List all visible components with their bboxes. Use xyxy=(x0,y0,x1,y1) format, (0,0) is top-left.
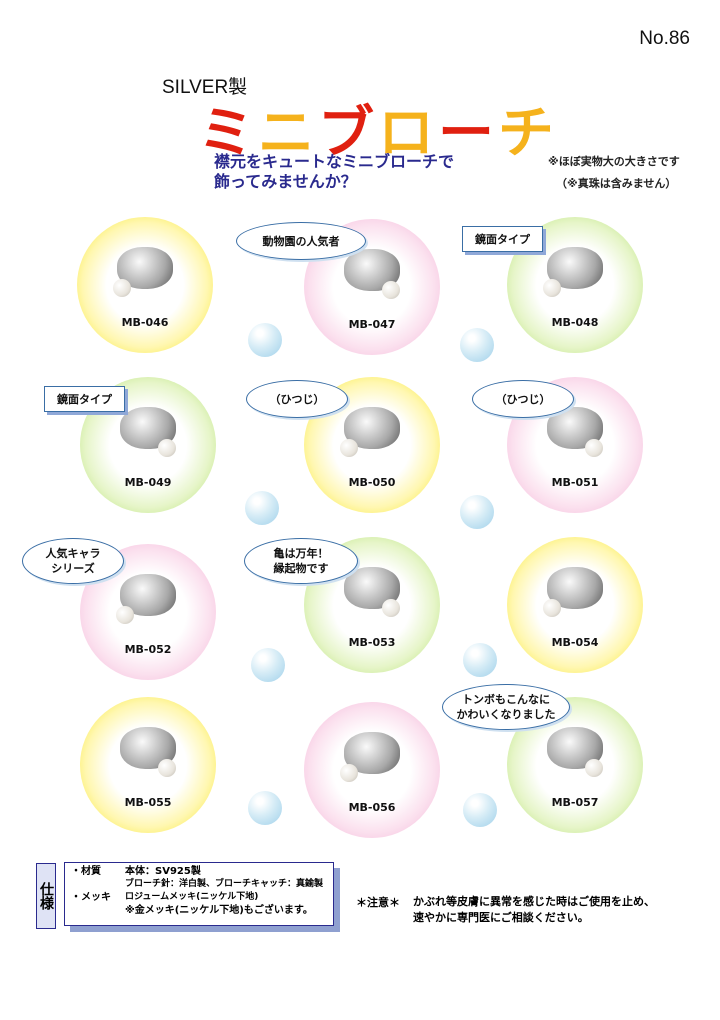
callout-text: かわいくなりました xyxy=(456,708,556,721)
title-prefix: SILVER製 xyxy=(162,77,248,98)
callout-mirror: 鏡面タイプ xyxy=(462,226,543,252)
product-mb-053: MB-053 xyxy=(304,537,440,673)
caution-label: ＊注意＊ xyxy=(356,896,400,909)
pearl-icon xyxy=(382,599,400,617)
callout-text: 動物園の人気者 xyxy=(262,234,340,248)
product-mb-057: MB-057 xyxy=(507,697,643,833)
product-code: MB-056 xyxy=(348,801,396,814)
pearl-icon xyxy=(340,439,358,457)
product-mb-055: MB-055 xyxy=(80,697,216,833)
callout-text: 人気キャラ xyxy=(45,547,101,560)
lead-text: 襟元をキュートなミニブローチで 飾ってみませんか？ xyxy=(214,152,454,192)
pearl-bubble xyxy=(460,495,494,529)
title-char: ー xyxy=(438,101,498,166)
pearl-icon xyxy=(340,764,358,782)
product-code: MB-051 xyxy=(551,476,599,489)
page-title: ミニブローチ xyxy=(198,88,558,169)
page-number: No.86 xyxy=(639,28,690,49)
callout-sheep: （ひつじ） xyxy=(472,380,574,418)
spec-row: ・メッキ ロジュームメッキ(ニッケル下地) xyxy=(71,891,327,904)
pearl-icon xyxy=(585,439,603,457)
lead-line: 襟元をキュートなミニブローチで xyxy=(214,152,455,171)
size-note: ※ほぼ実物大の大きさです （※真珠は含みません） xyxy=(548,151,680,195)
pearl-icon xyxy=(158,439,176,457)
pearl-bubble xyxy=(460,328,494,362)
title-char: ニ xyxy=(258,101,318,166)
pearl-bubble xyxy=(245,491,279,525)
product-mb-054: MB-054 xyxy=(507,537,643,673)
product-code: MB-049 xyxy=(124,476,172,489)
callout-text: 亀は万年！ xyxy=(273,547,329,560)
callout-text: トンボもこんなに xyxy=(462,693,550,706)
callout-dragonfly: トンボもこんなにかわいくなりました xyxy=(442,684,570,730)
title-char: ミ xyxy=(198,101,258,166)
pearl-bubble xyxy=(248,791,282,825)
spec-key xyxy=(71,878,125,891)
lead-line: 飾ってみませんか？ xyxy=(214,172,357,191)
product-code: MB-052 xyxy=(124,643,172,656)
pearl-icon xyxy=(543,599,561,617)
pearl-icon xyxy=(585,759,603,777)
spec-key: ・メッキ xyxy=(71,892,111,903)
product-code: MB-055 xyxy=(124,796,172,809)
note-line: （※真珠は含みません） xyxy=(556,177,677,190)
spec-label: 仕様 xyxy=(36,863,56,929)
product-code: MB-048 xyxy=(551,316,599,329)
pearl-bubble xyxy=(251,648,285,682)
title-char: チ xyxy=(498,101,558,166)
callout-text: （ひつじ） xyxy=(269,392,325,406)
callout-mirror: 鏡面タイプ xyxy=(44,386,125,412)
spec-key: ・材質 xyxy=(71,866,101,877)
pearl-icon xyxy=(382,281,400,299)
callout-character: 人気キャラシリーズ xyxy=(22,538,124,584)
product-code: MB-054 xyxy=(551,636,599,649)
spec-row: ※金メッキ(ニッケル下地)もございます。 xyxy=(71,904,327,917)
callout-text: 縁起物です xyxy=(273,562,329,575)
callout-zoo: 動物園の人気者 xyxy=(236,222,366,260)
pearl-icon xyxy=(543,279,561,297)
spec-row: ブローチ針：洋白製、ブローチキャッチ：真鍮製 xyxy=(71,878,327,891)
caution-line: 速やかに専門医にご相談ください。 xyxy=(413,911,589,924)
pearl-bubble xyxy=(463,643,497,677)
product-code: MB-047 xyxy=(348,318,396,331)
spec-value: 本体：SV925製 xyxy=(125,866,201,877)
callout-text: シリーズ xyxy=(51,562,95,575)
caution-text: かぶれ等皮膚に異常を感じた時はご使用を止め、 速やかに専門医にご相談ください。 xyxy=(413,894,655,926)
pearl-bubble xyxy=(248,323,282,357)
product-code: MB-053 xyxy=(348,636,396,649)
product-code: MB-046 xyxy=(121,316,169,329)
spec-value: ブローチ針：洋白製、ブローチキャッチ：真鍮製 xyxy=(125,879,324,889)
spec-value: ※金メッキ(ニッケル下地)もございます。 xyxy=(125,905,313,916)
callout-turtle: 亀は万年！ 縁起物です xyxy=(244,538,358,584)
pearl-icon xyxy=(158,759,176,777)
spec-key xyxy=(71,904,125,917)
title-char: ブ xyxy=(318,101,378,166)
title-char: ロ xyxy=(378,101,438,166)
caution-line: かぶれ等皮膚に異常を感じた時はご使用を止め、 xyxy=(413,895,655,908)
product-mb-049: MB-049 xyxy=(80,377,216,513)
note-line: ※ほぼ実物大の大きさです xyxy=(548,155,680,168)
spec-value: ロジュームメッキ(ニッケル下地) xyxy=(125,892,259,902)
spec-box: ・材質 本体：SV925製 ブローチ針：洋白製、ブローチキャッチ：真鍮製 ・メッキ… xyxy=(64,862,334,926)
callout-text: （ひつじ） xyxy=(495,392,551,406)
pearl-icon xyxy=(116,606,134,624)
product-mb-056: MB-056 xyxy=(304,702,440,838)
spec-row: ・材質 本体：SV925製 xyxy=(71,865,327,878)
callout-sheep: （ひつじ） xyxy=(246,380,348,418)
pearl-bubble xyxy=(463,793,497,827)
product-code: MB-057 xyxy=(551,796,599,809)
product-mb-046: MB-046 xyxy=(77,217,213,353)
product-code: MB-050 xyxy=(348,476,396,489)
pearl-icon xyxy=(113,279,131,297)
